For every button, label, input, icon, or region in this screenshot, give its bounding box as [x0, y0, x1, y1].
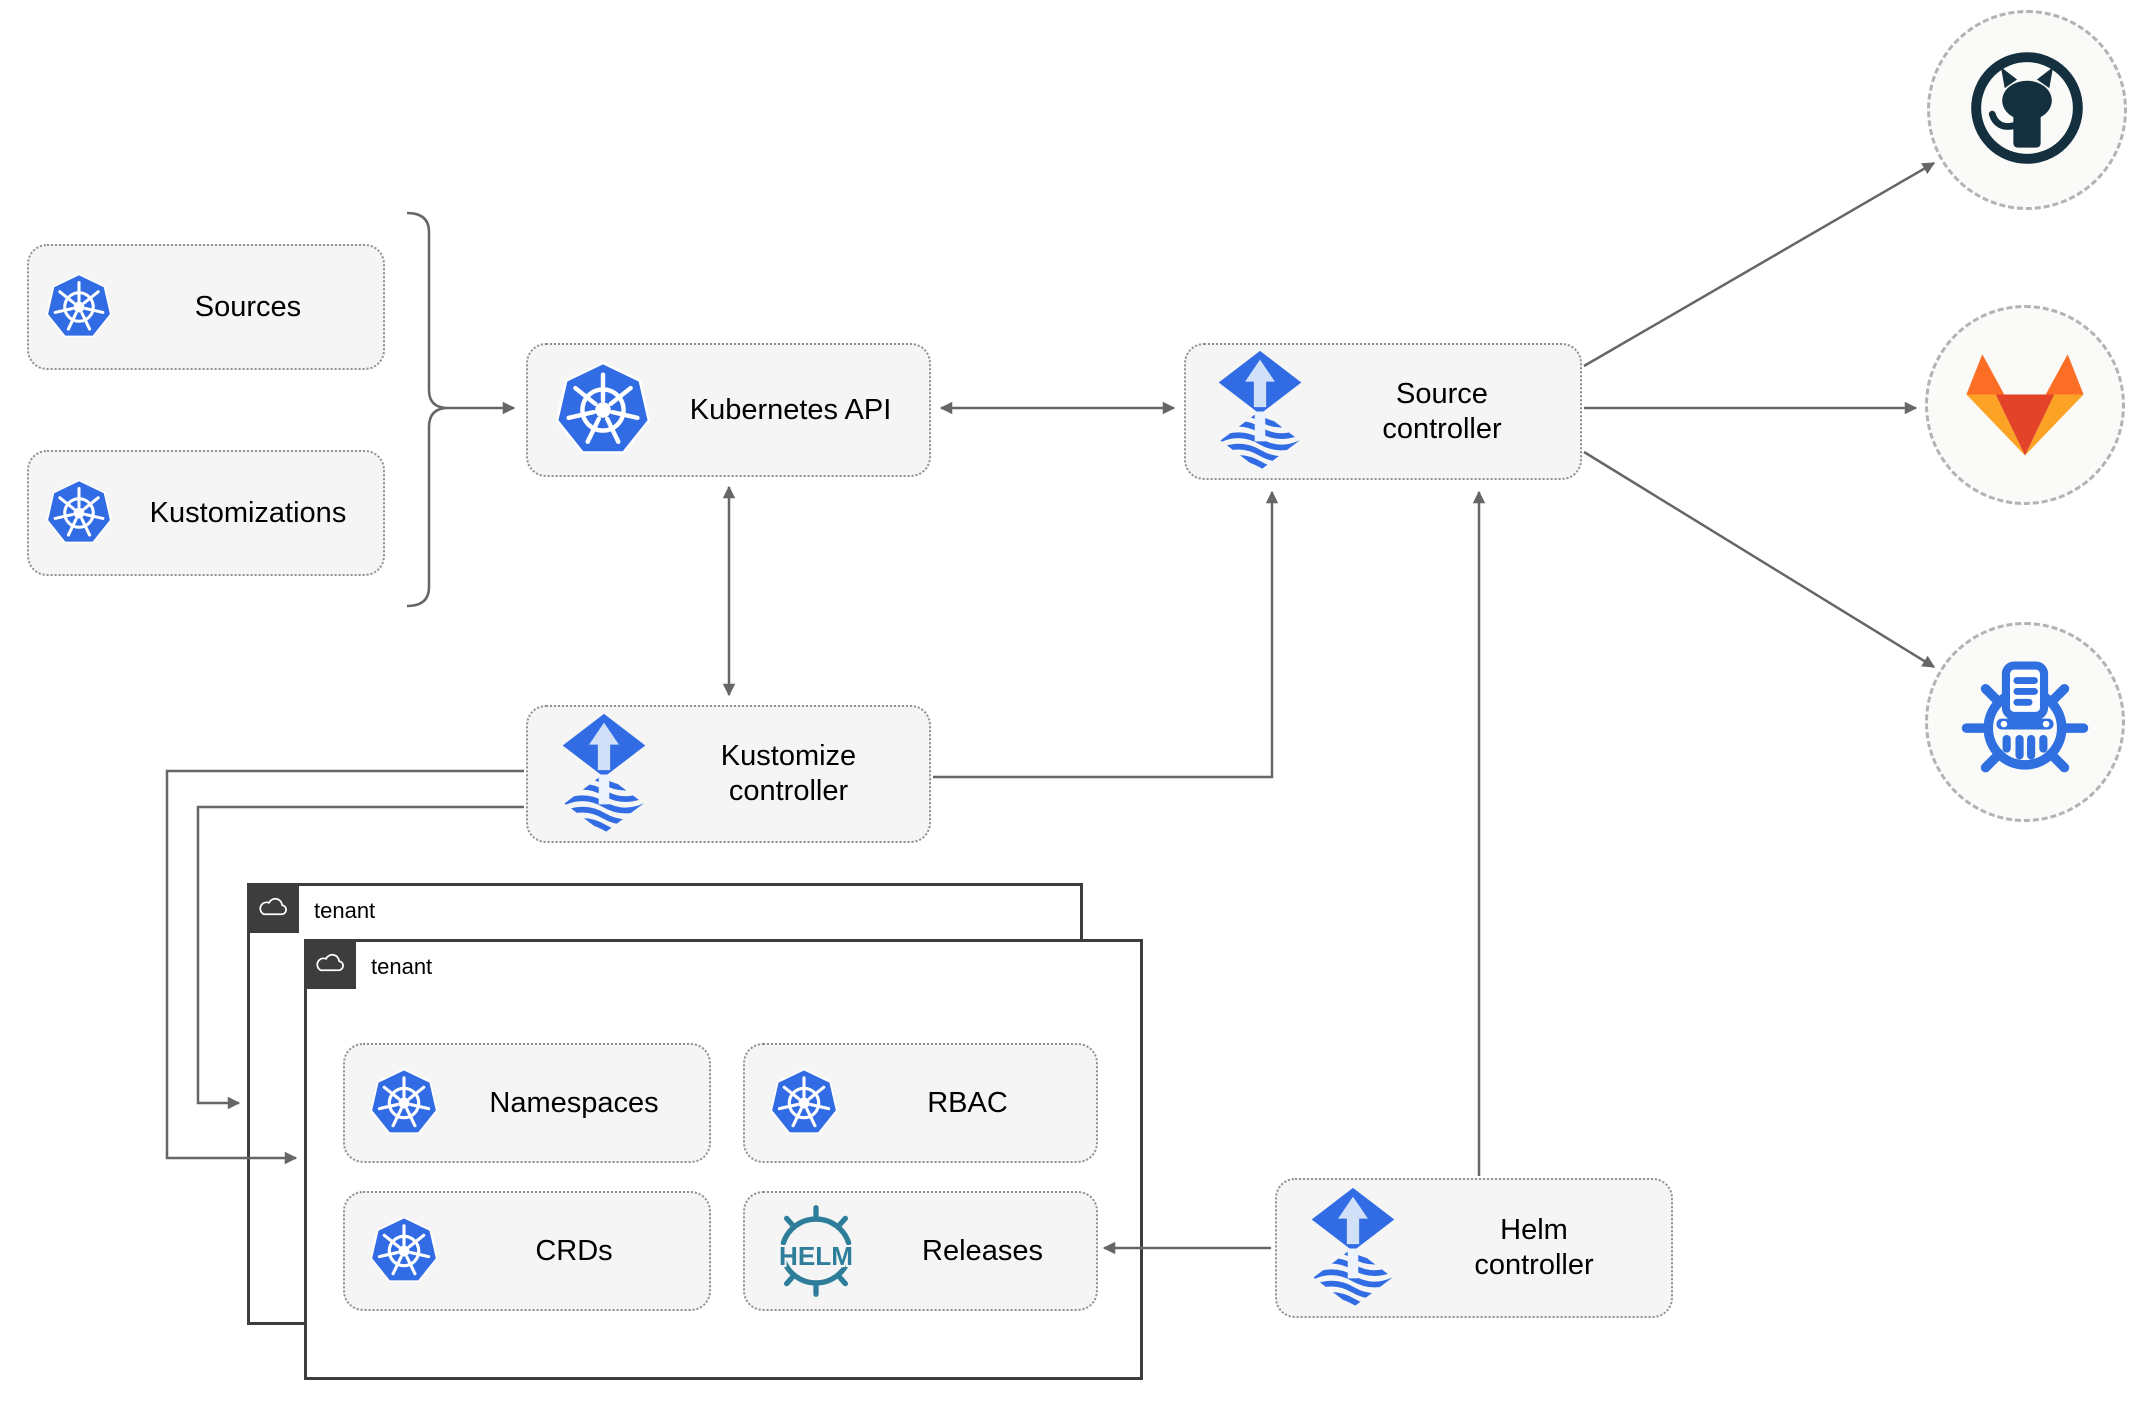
kubernetes-icon — [769, 1068, 839, 1138]
kubernetes-icon — [369, 1068, 439, 1138]
container-inner-tenant: tenant Namespaces RBAC CRDs — [304, 939, 1143, 1380]
cloud-icon — [304, 939, 356, 989]
node-crds: CRDs — [343, 1191, 711, 1311]
node-namespaces: Namespaces — [343, 1043, 711, 1163]
kubernetes-icon — [45, 479, 113, 547]
endpoint-gitlab — [1925, 305, 2125, 505]
chartmuseum-icon — [1957, 652, 2093, 793]
node-sources: Sources — [27, 244, 385, 370]
node-releases: HELM Releases — [743, 1191, 1098, 1311]
bracket-sources-group — [406, 211, 449, 608]
edge-source-to-chartmuseum — [1583, 450, 1936, 669]
github-octocat-icon — [1965, 46, 2089, 175]
node-label: Namespaces — [489, 1086, 659, 1119]
edge-kustomize-to-source-controller — [933, 490, 1279, 779]
node-label: Kubernetes API — [689, 393, 892, 426]
node-label: Sources — [194, 290, 302, 323]
node-label: Releases — [922, 1234, 1043, 1267]
helm-wordmark: HELM — [779, 1241, 853, 1271]
helm-logo-icon: HELM — [763, 1205, 869, 1297]
node-label: CRDs — [535, 1234, 613, 1267]
flux-icon — [560, 713, 648, 836]
container-label: tenant — [314, 898, 376, 923]
endpoint-chartmuseum — [1925, 622, 2125, 822]
node-rbac: RBAC — [743, 1043, 1098, 1163]
gitlab-tanuki-icon — [1964, 348, 2086, 463]
kubernetes-icon — [369, 1216, 439, 1286]
container-label: tenant — [371, 954, 433, 979]
node-kustomizations: Kustomizations — [27, 450, 385, 576]
endpoint-github — [1927, 10, 2127, 210]
edge-source-to-github — [1583, 161, 1936, 368]
node-label: Kustomizations — [149, 496, 347, 529]
kubernetes-icon — [554, 361, 652, 459]
node-label: RBAC — [927, 1086, 1008, 1119]
node-kubernetes-api: Kubernetes API — [526, 343, 931, 477]
kubernetes-icon — [45, 273, 113, 341]
flux-icon — [1309, 1187, 1397, 1310]
cloud-icon — [247, 883, 299, 933]
flux-icon — [1216, 350, 1304, 473]
